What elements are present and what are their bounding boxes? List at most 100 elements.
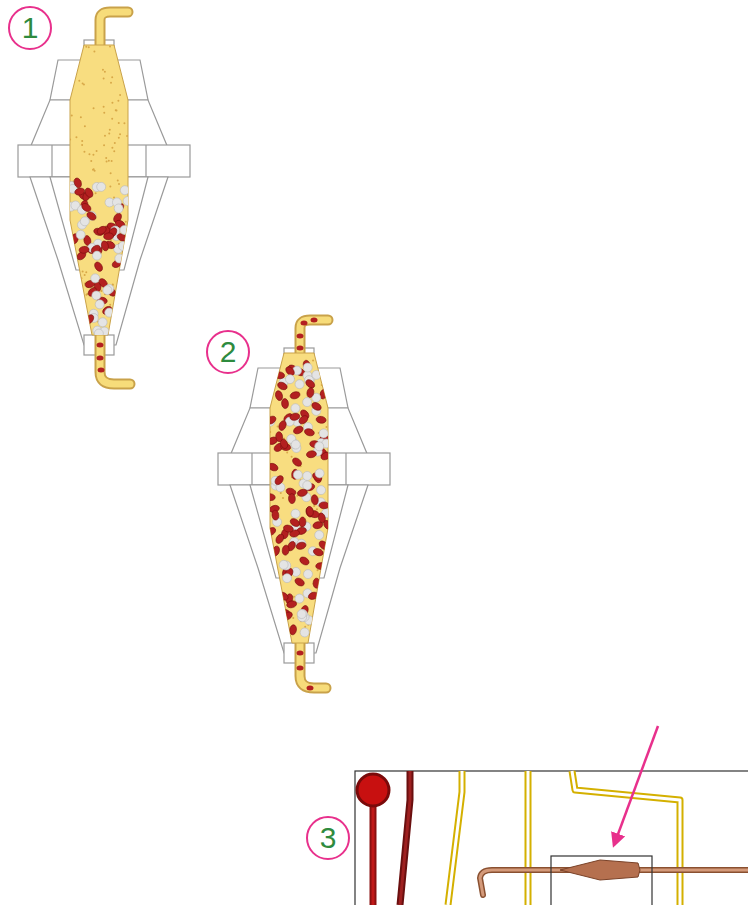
plasma-dot — [114, 142, 116, 144]
red-cell — [289, 412, 300, 421]
plasma-dot — [96, 150, 98, 152]
plasma-dot — [84, 274, 86, 276]
white-cell — [317, 486, 326, 495]
red-cell — [271, 545, 281, 557]
plasma-dot — [92, 154, 94, 156]
plasma-dot — [111, 102, 113, 104]
plasma-dot — [101, 290, 103, 292]
plasma-dot — [109, 46, 111, 48]
plasma-dot — [106, 161, 108, 163]
plasma-dot — [111, 76, 113, 78]
red-cell — [297, 334, 304, 339]
red-cell — [306, 387, 315, 398]
pointer-arrow — [614, 726, 658, 845]
plasma-dot — [109, 186, 111, 188]
callout-circle: 1 — [8, 6, 52, 50]
plasma-dot — [83, 84, 85, 86]
white-cell — [315, 531, 324, 540]
red-cell — [273, 474, 285, 486]
plasma-dot — [111, 118, 113, 120]
red-cell — [312, 547, 324, 557]
plasma-dot — [115, 109, 117, 111]
red-cell — [98, 368, 105, 373]
plasma-dot — [119, 133, 121, 135]
red-cell — [319, 502, 329, 509]
tubing-panel — [355, 771, 748, 905]
plasma-dot — [125, 221, 127, 223]
red-cell — [79, 246, 90, 254]
plasma-dot — [113, 150, 115, 152]
plasma-dot — [280, 492, 282, 494]
white-cell — [95, 300, 104, 309]
callout-circle: 3 — [306, 816, 350, 860]
plasma-dot — [118, 137, 120, 139]
red-cell — [304, 428, 316, 437]
white-cell — [92, 291, 101, 300]
red-cell — [306, 506, 315, 517]
red-cell — [278, 420, 288, 432]
plasma-dot — [83, 151, 85, 153]
plasma-dot — [84, 125, 86, 127]
white-cell — [303, 363, 312, 372]
white-cell — [295, 594, 304, 603]
red-cell — [281, 398, 289, 409]
red-cell — [274, 371, 285, 379]
plasma-dot — [103, 106, 105, 108]
red-cell — [277, 591, 289, 602]
white-cell — [291, 509, 300, 518]
red-cell — [310, 401, 322, 412]
white-cell — [283, 574, 292, 583]
red-cell — [291, 456, 303, 468]
white-cell — [319, 429, 328, 438]
red-cell — [297, 346, 304, 351]
plasma-dot — [111, 147, 113, 149]
plasma-dot — [85, 46, 87, 48]
red-cell — [286, 600, 297, 609]
white-cell — [304, 570, 313, 579]
plasma-dot — [111, 160, 113, 162]
plasma-dot — [123, 122, 125, 124]
red-cell — [73, 177, 83, 189]
red-cell — [282, 545, 290, 556]
plasma-dot — [118, 122, 120, 124]
white-cell — [118, 242, 127, 251]
red-cell — [274, 390, 283, 401]
white-cell — [115, 254, 124, 263]
red-cell — [97, 356, 104, 361]
red-cell — [295, 541, 306, 550]
plasma-dot — [126, 135, 128, 137]
red-cell — [311, 318, 318, 323]
plasma-dot — [110, 172, 112, 174]
plasma-dot — [104, 71, 106, 73]
plasma-dot — [104, 135, 106, 137]
plasma-dot — [95, 192, 97, 194]
plasma-dot — [81, 144, 83, 146]
plasma-dot — [80, 277, 82, 279]
plasma-dot — [93, 107, 95, 109]
red-cell — [322, 519, 333, 531]
red-cell — [97, 343, 104, 348]
white-cell — [291, 404, 300, 413]
white-cell — [91, 274, 100, 283]
red-cell — [307, 686, 314, 691]
red-cell — [271, 510, 279, 521]
white-cell — [80, 217, 89, 226]
plasma-dot — [313, 505, 315, 507]
red-cell — [80, 202, 92, 213]
red-cell — [265, 493, 276, 501]
red-cell — [311, 494, 319, 505]
red-cell — [275, 431, 283, 442]
red-cell — [93, 261, 104, 273]
white-cell — [105, 308, 114, 317]
white-cell — [76, 230, 85, 239]
red-cell — [301, 321, 308, 326]
plasma-dot — [103, 112, 105, 114]
red-cell — [316, 562, 326, 569]
plasma-dot — [277, 426, 279, 428]
plasma-dot — [293, 596, 295, 598]
plasma-dot — [105, 157, 107, 159]
red-cell — [292, 425, 304, 435]
white-cell — [297, 610, 306, 619]
red-cell — [100, 240, 109, 251]
